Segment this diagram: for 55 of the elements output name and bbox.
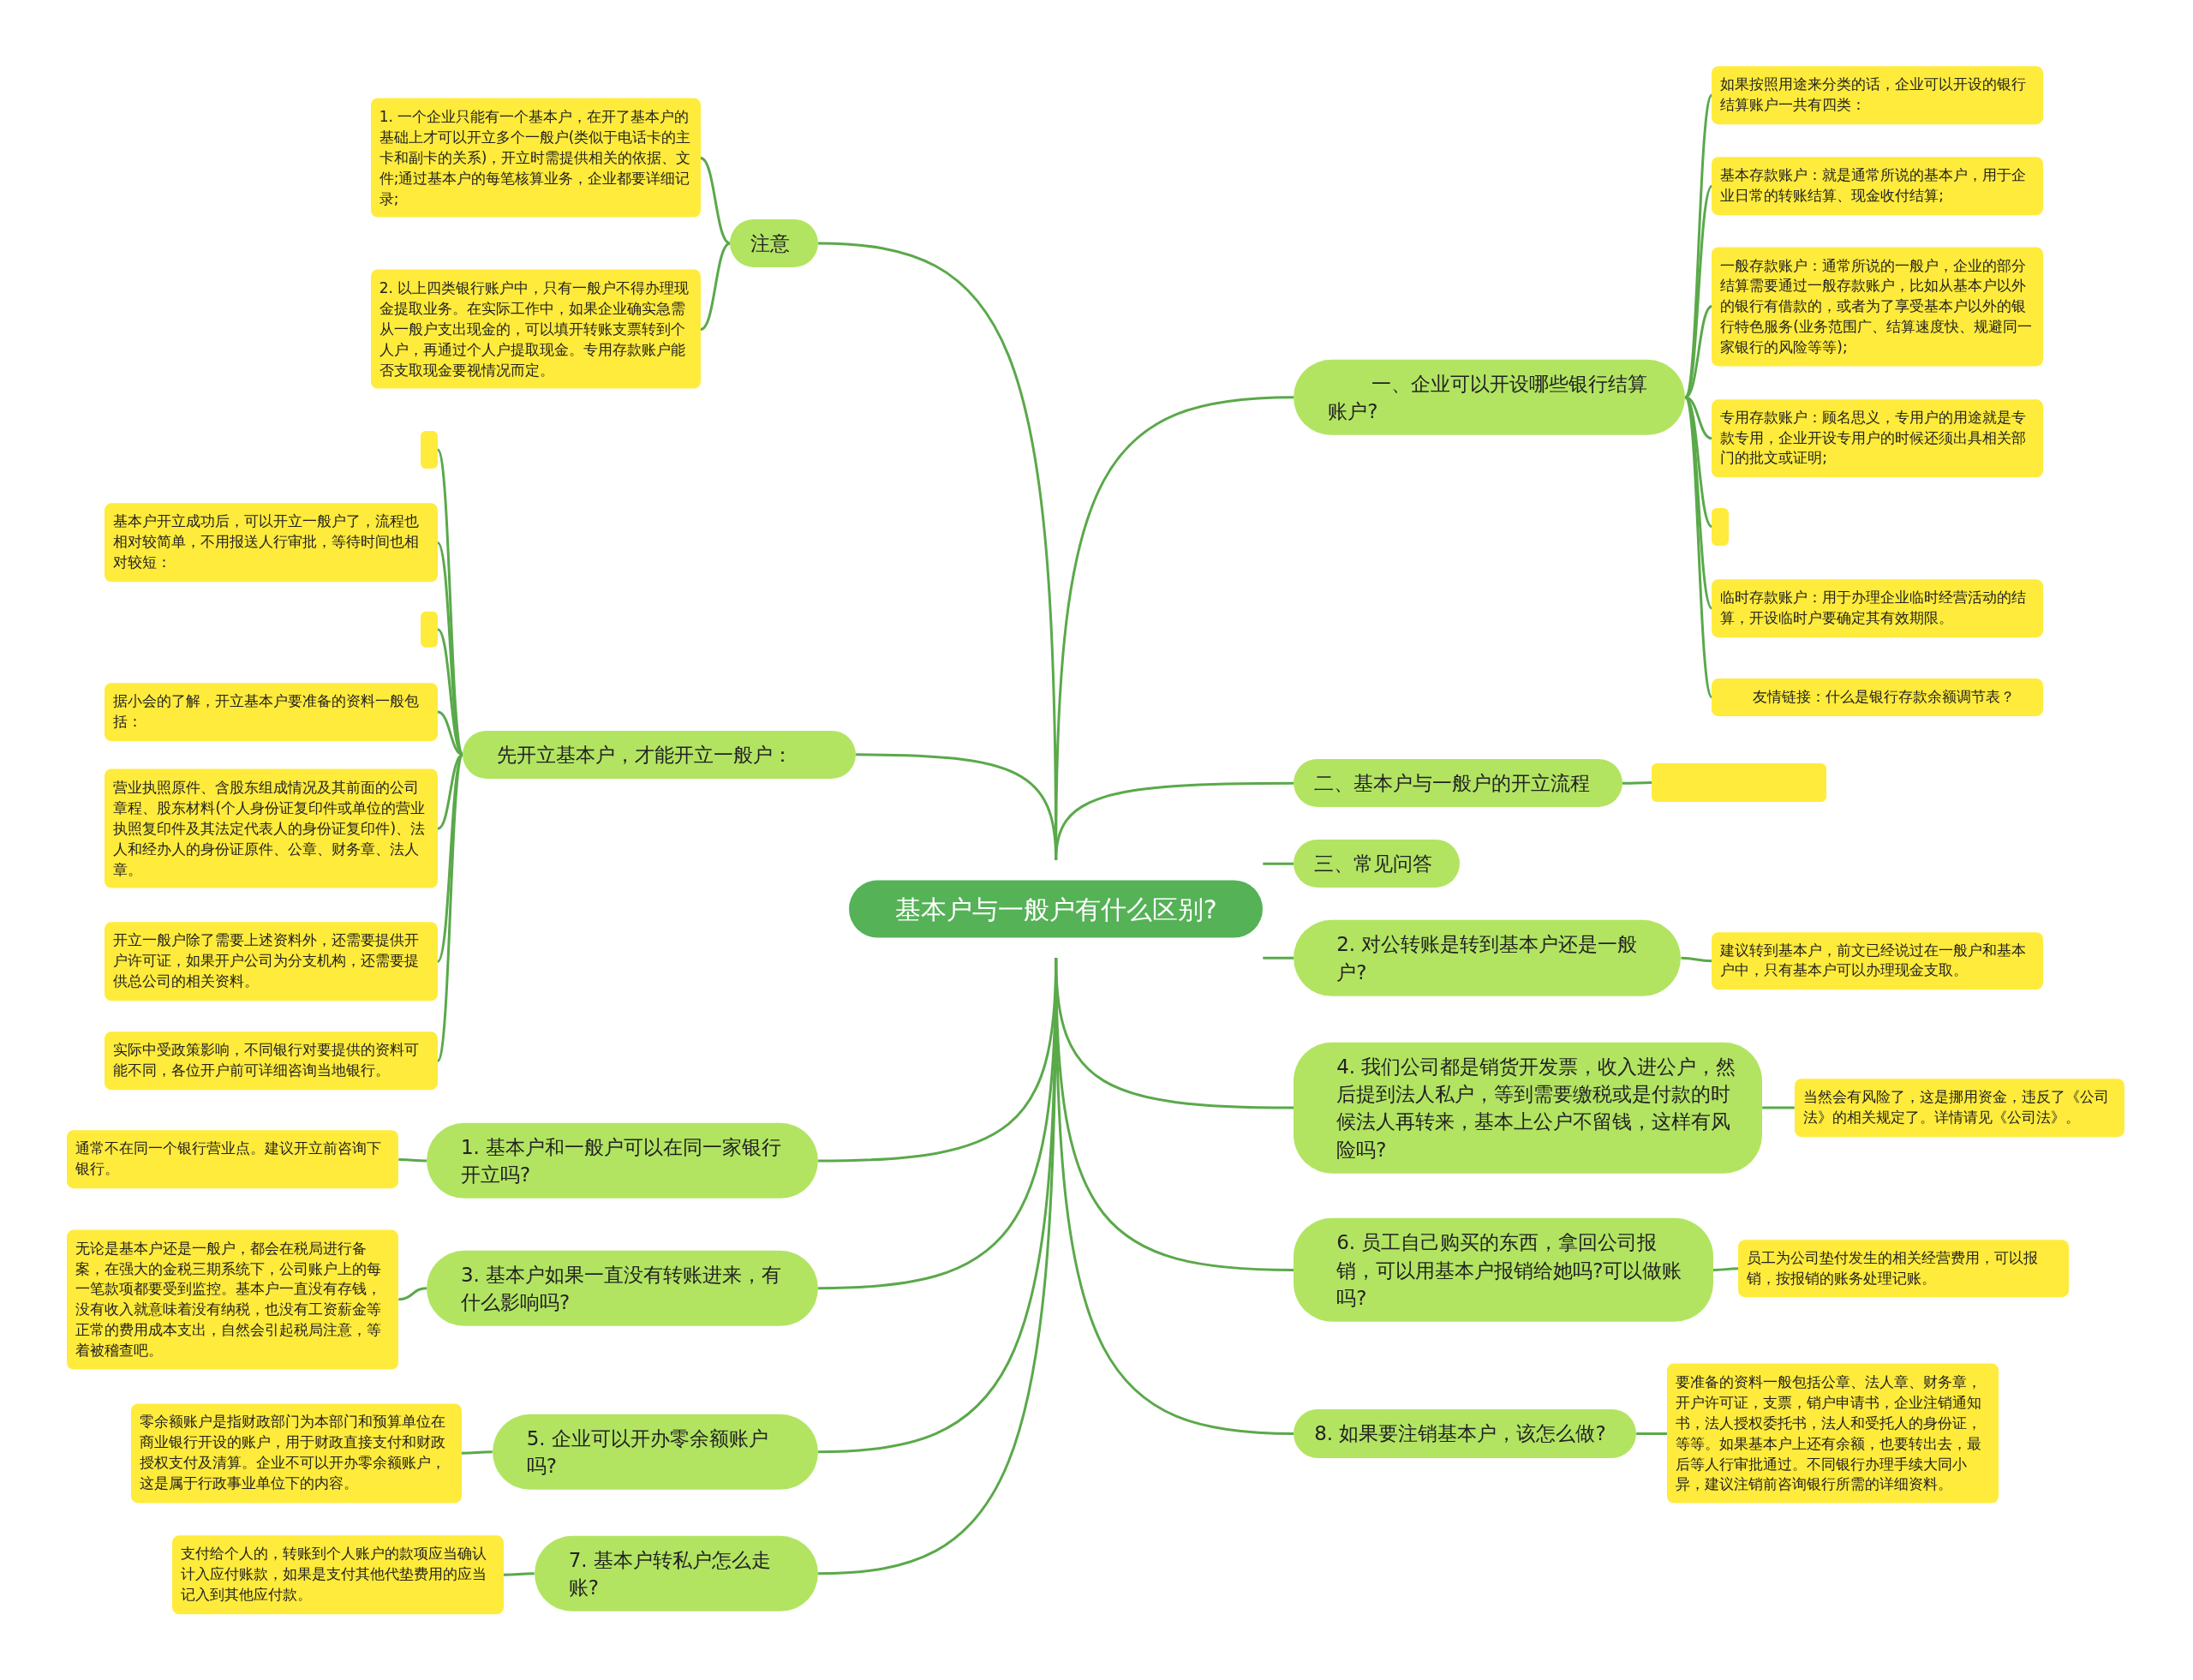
note-box: 建议转到基本户，前文已经说过在一般户和基本户中，只有基本户可以办理现金支取。 <box>1712 931 2044 990</box>
empty-note-box <box>1652 763 1827 802</box>
topic-bubble: 7. 基本户转私户怎么走账? <box>534 1535 819 1611</box>
note-box: 据小会的了解，开立基本户要准备的资料一般包括： <box>105 683 438 741</box>
note-box: 基本户开立成功后，可以开立一般户了，流程也相对较简单，不用报送人行审批，等待时间也相对较短： <box>105 503 438 583</box>
topic-bubble: 8. 如果要注销基本户，该怎么做? <box>1294 1409 1637 1458</box>
topic-bubble: 三、常见问答 <box>1294 840 1461 888</box>
branch-line <box>1622 780 1652 785</box>
topic-bubble: 4. 我们公司都是销货开发票，收入进公户，然后提到法人私户，等到需要缴税或是付款的时候法人再转来，基本上公户不留钱，这样有风险吗? <box>1294 1042 1763 1174</box>
note-box: 专用存款账户：顾名思义，专用户的用途就是专款专用，企业开设专用户的时候还须出具相关部门的批文或证明; <box>1712 399 2044 478</box>
branch-line <box>1762 1106 1795 1109</box>
topic-bubble: 1. 基本户和一般户可以在同一家银行开立吗? <box>426 1122 819 1199</box>
note-box: 友情链接：什么是银行存款余额调节表？ <box>1712 679 2044 716</box>
branch-line <box>1681 956 1712 963</box>
note-box: 基本存款账户：就是通常所说的基本户，用于企业日常的转账结算、现金收付结算; <box>1712 157 2044 215</box>
branch-line <box>461 1450 493 1455</box>
branch-line <box>700 157 731 245</box>
note-box: 营业执照原件、含股东组成情况及其前面的公司章程、股东材料(个人身份证复印件或单位的营业执照复印件及其法定代表人的身份证复印件)、法人和经办人的身份证原件、公章、财务章、法人章。 <box>105 768 438 888</box>
note-box: 零余额账户是指财政部门为本部门和预算单位在商业银行开设的账户，用于财政直接支付和财政授权支付及清算。企业不可以开办零余额账户，这是属于行政事业单位下的内容。 <box>131 1403 462 1503</box>
branch-line <box>1263 956 1294 960</box>
branch-line <box>398 1287 427 1301</box>
branch-line <box>503 1572 535 1576</box>
branch-line <box>818 958 1058 1575</box>
note-box: 如果按照用途来分类的话，企业可以开设的银行结算账户一共有四类： <box>1712 66 2044 124</box>
empty-note-box <box>421 611 438 648</box>
topic-bubble: 一、企业可以开设哪些银行结算账户? <box>1294 359 1686 435</box>
topic-bubble: 3. 基本户如果一直没有转账进来，有什么影响吗? <box>426 1250 819 1326</box>
branch-line <box>1636 1432 1668 1435</box>
topic-bubble: 注意 <box>730 219 819 268</box>
branch-line <box>398 1157 427 1163</box>
central-topic: 基本户与一般户有什么区别? <box>849 880 1264 938</box>
topic-bubble: 6. 员工自己购买的东西，拿回公司报销，可以用基本户报销给她吗?可以做账吗? <box>1294 1218 1713 1322</box>
note-box: 员工为公司垫付发生的相关经营费用，可以报销，按报销的账务处理记账。 <box>1738 1240 2069 1298</box>
empty-note-box <box>421 430 438 469</box>
note-box: 一般存款账户：通常所说的一般户，企业的部分结算需要通过一般存款账户，比如从基本户以外的银行有借款的，或者为了享受基本户以外的银行特色服务(业务范围广、结算速度快、规避同一家银行的风险等等); <box>1712 247 2044 367</box>
note-box: 1. 一个企业只能有一个基本户，在开了基本户的基础上才可以开立多个一般户(类似于电话卡的主卡和副卡的关系)，开立时需提供相关的依据、文件;通过基本户的每笔核算业务，企业都要详细记录; <box>370 99 701 218</box>
topic-bubble: 二、基本户与一般户的开立流程 <box>1294 759 1622 808</box>
topic-bubble: 2. 对公转账是转到基本户还是一般户? <box>1294 920 1682 996</box>
note-box: 当然会有风险了，这是挪用资金，违反了《公司法》的相关规定了。详情请见《公司法》。 <box>1794 1079 2124 1137</box>
branch-line <box>1713 1267 1739 1271</box>
topic-bubble: 先开立基本户，才能开立一般户： <box>463 730 857 779</box>
note-box: 2. 以上四类银行账户中，只有一般户不得办理现金提取业务。在实际工作中，如果企业确实急需从一般户支出现金的，可以填开转账支票转到个人户，再通过个人户提取现金。专用存款账户能否支取现金要视情况而定。 <box>370 270 701 389</box>
branch-line <box>700 242 731 331</box>
branch-line <box>1263 862 1294 865</box>
note-box: 无论是基本户还是一般户，都会在税局进行备案，在强大的金税三期系统下，公司账户上的每一笔款项都要受到监控。基本户一直没有存钱，没有收入就意味着没有纳税，也没有工资薪金等正常的费用成本支出，自然会引起税局注意，等着被稽查吧。 <box>67 1229 399 1370</box>
note-box: 临时存款账户：用于办理企业临时经营活动的结算，开设临时户要确定其有效期限。 <box>1712 579 2044 637</box>
note-box: 通常不在同一个银行营业点。建议开立前咨询下银行。 <box>67 1130 399 1189</box>
note-box: 开立一般户除了需要上述资料外，还需要提供开户许可证，如果开户公司为分支机构，还需要提供总公司的相关资料。 <box>105 922 438 1001</box>
note-box: 要准备的资料一般包括公章、法人章、财务章，开户许可证，支票，销户申请书，企业注销通知书，法人授权委托书，法人和受托人的身份证，等等。如果基本户上还有余额，也要转出去，最后等人行审批通过。不同银行办理手续大同小异，建议注销前咨询银行所需的详细资料。 <box>1667 1364 1999 1504</box>
branch-line <box>856 753 1058 861</box>
note-box: 实际中受政策影响，不同银行对要提供的资料可能不同，各位开户前可详细咨询当地银行。 <box>105 1031 438 1091</box>
topic-bubble: 5. 企业可以开办零余额账户吗? <box>492 1414 819 1490</box>
branch-line <box>437 710 463 756</box>
empty-note-box <box>1712 507 1729 546</box>
note-box: 支付给个人的，转账到个人账户的款项应当确认计入应付账款，如果是支付其他代垫费用的应当记入到其他应付款。 <box>171 1535 504 1615</box>
